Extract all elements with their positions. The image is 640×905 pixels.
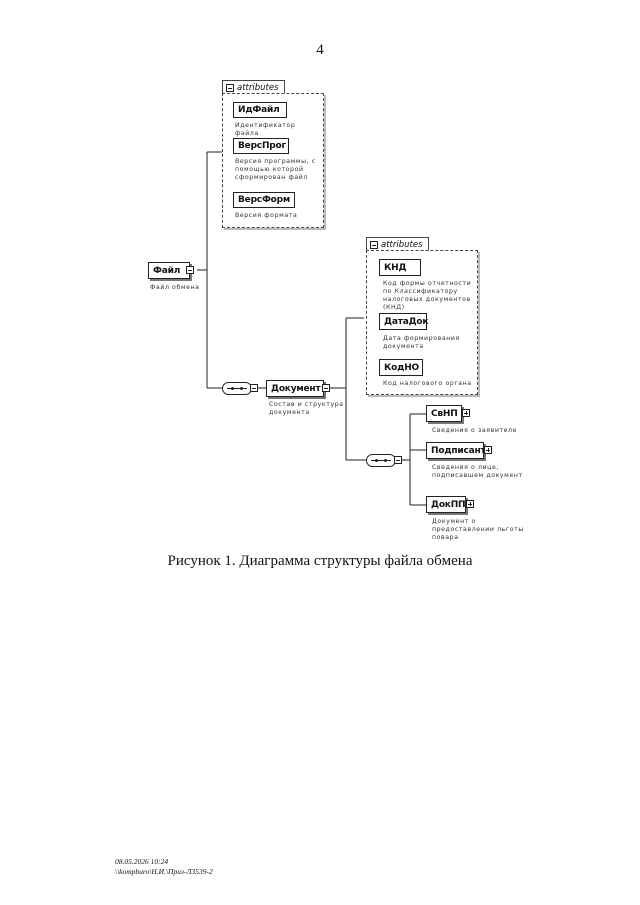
- attr-name: ДатаДок: [384, 316, 429, 327]
- expand-icon[interactable]: [484, 446, 492, 454]
- root-element-name: Файл: [153, 265, 181, 276]
- child-element-desc: Сведения о заявителе: [432, 427, 518, 434]
- sequence-compositor-icon: [366, 454, 396, 467]
- document-element-name: Документ: [271, 383, 321, 394]
- child-element-name: Подписант: [431, 445, 486, 456]
- document-element-box[interactable]: Документ: [266, 380, 324, 397]
- document-element-desc: Состав и структура документа: [269, 401, 344, 416]
- attr-name: КНД: [384, 262, 407, 273]
- footer-timestamp: 08.05.2026 10:24: [115, 857, 169, 866]
- root-element-box[interactable]: Файл: [148, 262, 190, 279]
- attr-box-knd[interactable]: КНД: [379, 259, 421, 276]
- root-attributes-tab[interactable]: attributes: [222, 80, 285, 94]
- expand-icon[interactable]: [466, 500, 474, 508]
- child-element-desc: Сведения о лице, подписавшем документ: [432, 464, 523, 479]
- child-element-name: ДокПП: [431, 499, 466, 510]
- attr-desc: Версия программы, с помощью которой сфор…: [235, 158, 316, 181]
- collapse-icon[interactable]: [394, 456, 402, 464]
- collapse-icon[interactable]: [186, 266, 194, 274]
- attr-name: ВерсФорм: [238, 195, 291, 205]
- attr-desc: Идентификатор файла: [235, 122, 296, 137]
- figure-caption: Рисунок 1. Диаграмма структуры файла обм…: [167, 553, 473, 569]
- child-element-svnp[interactable]: СвНП: [426, 405, 462, 422]
- collapse-icon: [226, 83, 234, 92]
- child-element-podpisant[interactable]: Подписант: [426, 442, 486, 459]
- root-element-desc: Файл обмена: [150, 284, 200, 291]
- child-element-dokpp[interactable]: ДокПП: [426, 496, 466, 513]
- attr-desc: Код формы отчетности по Классификатору н…: [383, 280, 472, 311]
- doc-attributes-tab[interactable]: attributes: [366, 237, 429, 251]
- sequence-compositor-icon: [222, 382, 252, 395]
- root-attributes-panel: ИдФайл Идентификатор файла ВерсПрог Верс…: [222, 93, 324, 228]
- child-element-name: СвНП: [431, 408, 458, 419]
- doc-attributes-panel: КНД Код формы отчетности по Классификато…: [366, 250, 478, 395]
- attr-desc: Код налогового органа: [383, 380, 472, 387]
- attr-box-kodno[interactable]: КодНО: [379, 359, 423, 376]
- collapse-icon[interactable]: [322, 384, 330, 392]
- collapse-icon[interactable]: [250, 384, 258, 392]
- attr-name: КодНО: [384, 362, 419, 373]
- collapse-icon: [370, 240, 378, 249]
- expand-icon[interactable]: [462, 409, 470, 417]
- attributes-label: attributes: [381, 239, 423, 250]
- page-number: 4: [316, 42, 324, 58]
- attr-desc: Дата формирования документа: [383, 335, 460, 350]
- attr-box-idfile[interactable]: ИдФайл: [233, 102, 287, 118]
- attr-box-versform[interactable]: ВерсФорм: [233, 192, 295, 208]
- attributes-label: attributes: [237, 82, 279, 93]
- attr-box-datadok[interactable]: ДатаДок: [379, 313, 429, 330]
- footer-path: \\kompburo\Н.И.\Приз-Л3539-2: [115, 867, 213, 876]
- child-element-desc: Документ о предоставлении льготы повара: [432, 518, 524, 541]
- attr-name: ВерсПрог: [238, 141, 287, 151]
- attr-name: ИдФайл: [238, 105, 280, 115]
- attr-desc: Версия формата: [235, 212, 298, 219]
- attr-box-versprog[interactable]: ВерсПрог: [233, 138, 289, 154]
